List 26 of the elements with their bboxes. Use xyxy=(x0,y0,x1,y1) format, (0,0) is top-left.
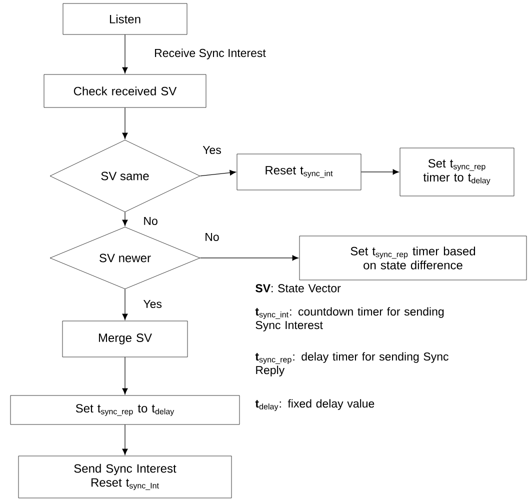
legend-entry: SV: State Vector xyxy=(256,284,341,292)
legend-entry: t$_{delay}$: fixed delay value xyxy=(255,399,374,411)
process-box: Send Sync Interest Reset t$_{sync_Int}$ xyxy=(18,456,232,498)
arrow xyxy=(200,170,236,176)
arrow xyxy=(122,107,128,139)
edge-label: Yes xyxy=(142,298,163,309)
edge-label: No xyxy=(142,216,159,226)
process-box: Listen xyxy=(62,3,188,35)
legend-entry: t$_{sync_int}$: countdown timer for sending Sync Interest xyxy=(255,307,444,332)
process-box: Merge SV xyxy=(62,320,188,358)
arrow xyxy=(122,34,128,74)
arrow xyxy=(200,255,298,261)
edge-label: Receive Sync Interest xyxy=(153,48,267,60)
arrow xyxy=(122,212,128,226)
process-box: Set t$_{sync_rep}$ to t$_{delay}$ xyxy=(10,395,240,425)
process-box: Set t$_{sync_rep}$ timer based on state difference xyxy=(299,236,527,280)
arrow xyxy=(122,356,128,394)
process-box: Reset t$_{sync_int}$ xyxy=(236,154,362,190)
arrow xyxy=(360,169,399,175)
arrow xyxy=(122,424,128,455)
process-box: Set t$_{sync_rep}$ timer to t$_{delay}$ xyxy=(400,148,514,196)
process-box: Check received SV xyxy=(44,74,206,108)
arrow xyxy=(122,288,128,320)
legend-entry: t$_{sync_rep}$: delay timer for sending Sync Reply xyxy=(255,352,448,376)
edge-label: No xyxy=(204,232,220,242)
edge-label: Yes xyxy=(202,144,222,155)
